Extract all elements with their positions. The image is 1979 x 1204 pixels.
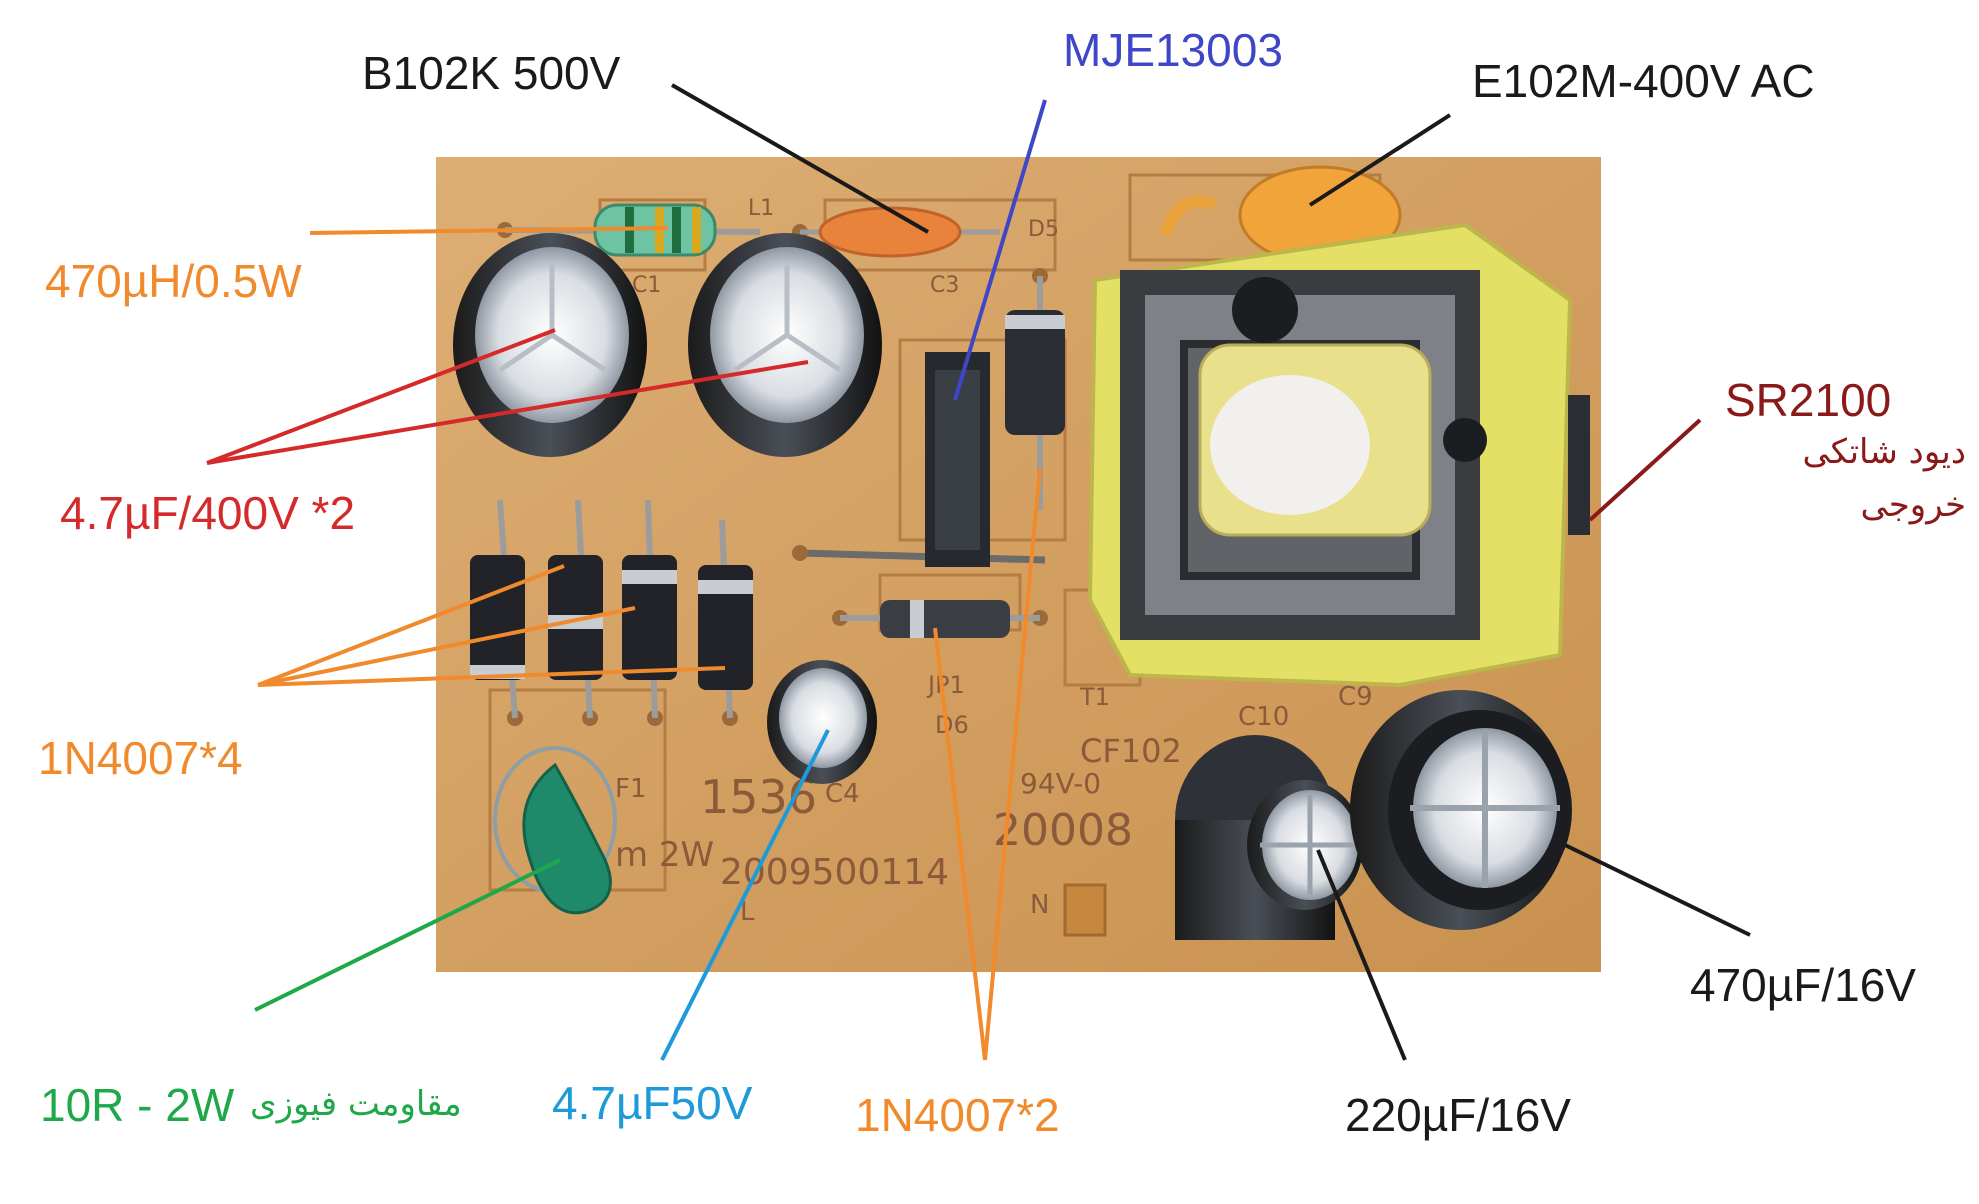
pcb-silkscreen: L1 C1 C3 D5 JP1 D6 T1 C10 C9 F1 C4 1536 … [615, 196, 1373, 927]
silk-f1: F1 [615, 774, 647, 804]
silk-c1: C1 [632, 273, 661, 298]
silk-l1: L1 [748, 196, 774, 221]
capacitor-c4-4u7-50v [767, 660, 877, 784]
label-inductor: 470µH/0.5W [45, 255, 302, 307]
leader-cap-50v [660, 729, 830, 1061]
diode-d6 [840, 600, 1040, 638]
label-bridge-diodes: 1N4007*4 [38, 732, 243, 784]
label-out-220: 220µF/16V [1345, 1089, 1571, 1141]
bridge-diode-4 [698, 519, 753, 719]
capacitor-c9-470u-16v [1350, 690, 1572, 930]
leader-bridge-1 [257, 564, 565, 687]
silk-jp1: JP1 [926, 671, 965, 699]
leader-mje13003 [953, 99, 1047, 401]
leader-inductor [309, 226, 669, 235]
silk-c10: C10 [1238, 702, 1289, 732]
leader-diodes2-b [983, 467, 1042, 1061]
leader-bridge-3 [257, 666, 726, 687]
label-diodes-2: 1N4007*2 [855, 1089, 1060, 1141]
fuse-resistor-f1 [493, 746, 617, 915]
label-cap-400v: 4.7µF/400V *2 [60, 487, 356, 539]
silk-20008: 20008 [993, 805, 1133, 856]
capacitor-b102k [800, 206, 1000, 258]
label-cap-50v: 4.7µF50V [552, 1077, 753, 1129]
silk-c3: C3 [930, 273, 959, 298]
leader-sr2100 [1588, 418, 1702, 522]
silk-l: L [740, 897, 755, 927]
silk-cf102: CF102 [1080, 732, 1182, 770]
silk-c9: C9 [1338, 682, 1373, 712]
diode-d5 [1005, 276, 1065, 510]
leader-e102m [1308, 113, 1452, 207]
capacitor-4u7-400v-right [688, 233, 882, 457]
label-sr2100-fa-2: خروجی [1860, 485, 1966, 525]
leader-lines [206, 83, 1751, 1061]
silk-d6: D6 [935, 711, 969, 739]
silk-2w: m 2W [615, 835, 714, 875]
bridge-diode-3 [622, 499, 677, 719]
leader-diodes2-a [933, 627, 987, 1061]
leader-out-220 [1316, 849, 1407, 1061]
silk-1536: 1536 [700, 770, 817, 824]
transistor-mje13003 [925, 352, 990, 567]
leader-fuse [254, 858, 561, 1012]
diode-sr2100 [1568, 395, 1590, 535]
label-mje13003: MJE13003 [1063, 24, 1283, 76]
leader-cap-400v-left [206, 328, 556, 465]
capacitor-4u7-400v-left [453, 233, 647, 457]
label-fuse-res-fa: مقاومت فیوزی [250, 1084, 462, 1124]
silk-n: N [1030, 890, 1049, 920]
transformer-t1 [1087, 222, 1573, 688]
label-fuse-res: 10R - 2W [40, 1079, 235, 1131]
label-out-470: 470µF/16V [1690, 959, 1916, 1011]
label-sr2100: SR2100 [1725, 374, 1892, 426]
label-e102m: E102M-400V AC [1472, 55, 1815, 107]
label-sr2100-fa-1: دیود شاتکی [1802, 432, 1966, 472]
silk-94v0: 94V-0 [1020, 767, 1101, 800]
leader-b102k [671, 83, 929, 234]
silk-c4: C4 [825, 779, 860, 809]
silk-d5: D5 [1028, 217, 1059, 242]
leader-bridge-2 [257, 606, 636, 687]
silk-t1: T1 [1079, 683, 1110, 711]
leader-cap-400v-right [206, 360, 809, 465]
label-b102k: B102K 500V [362, 47, 621, 99]
leader-out-470 [1564, 843, 1751, 937]
capacitor-c10-220u-16v [1175, 735, 1363, 940]
